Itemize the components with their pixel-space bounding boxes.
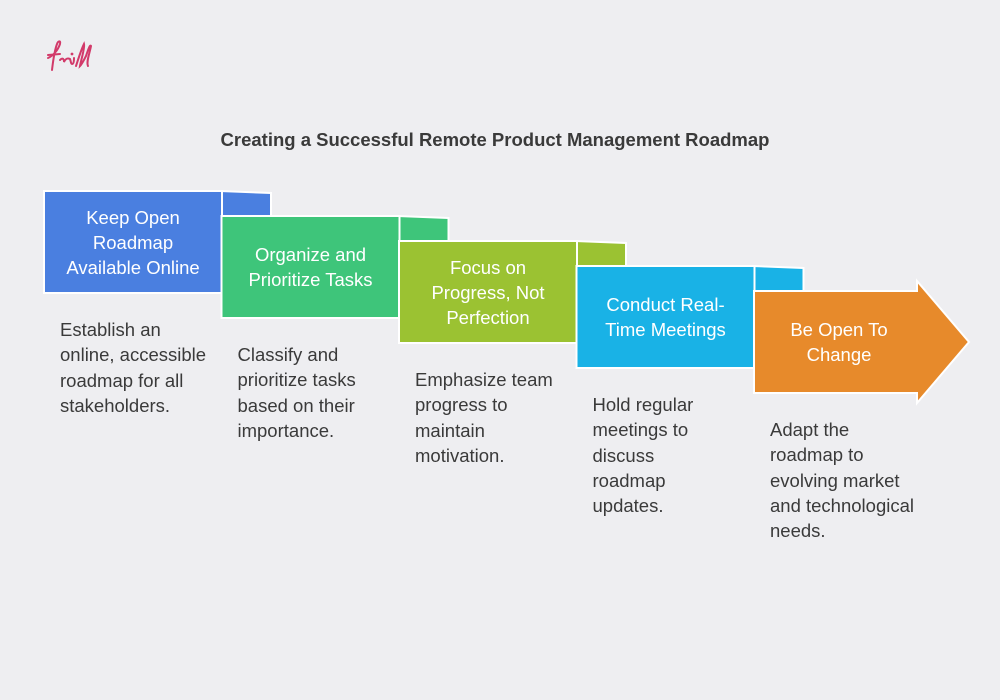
step-3-title: Focus on Progress, Not Perfection <box>431 256 545 328</box>
step-4-description: Hold regular meetings to discuss roadmap… <box>592 394 694 517</box>
step-2-title: Organize and Prioritize Tasks <box>248 244 373 290</box>
step-5-description: Adapt the roadmap to evolving market and… <box>770 419 914 542</box>
logo-rill-stroke <box>59 41 93 69</box>
step-3-description: Emphasize team progress to maintain moti… <box>415 369 553 466</box>
step-5-arrow <box>753 278 971 406</box>
frill-logo <box>47 40 93 71</box>
logo-f-stroke <box>47 40 62 71</box>
logo-i-dot <box>70 52 74 56</box>
step-2-description: Classify and prioritize tasks based on t… <box>237 344 356 441</box>
step-1-description: Establish an online, accessible roadmap … <box>60 319 207 416</box>
step-5-title: Be Open To Change <box>790 319 888 365</box>
diagram-title: Creating a Successful Remote Product Man… <box>220 129 770 150</box>
logo-f-cross <box>47 53 61 56</box>
step-4-title: Conduct Real-Time Meetings <box>605 294 726 340</box>
step-1-title: Keep Open Roadmap Available Online <box>66 206 200 278</box>
